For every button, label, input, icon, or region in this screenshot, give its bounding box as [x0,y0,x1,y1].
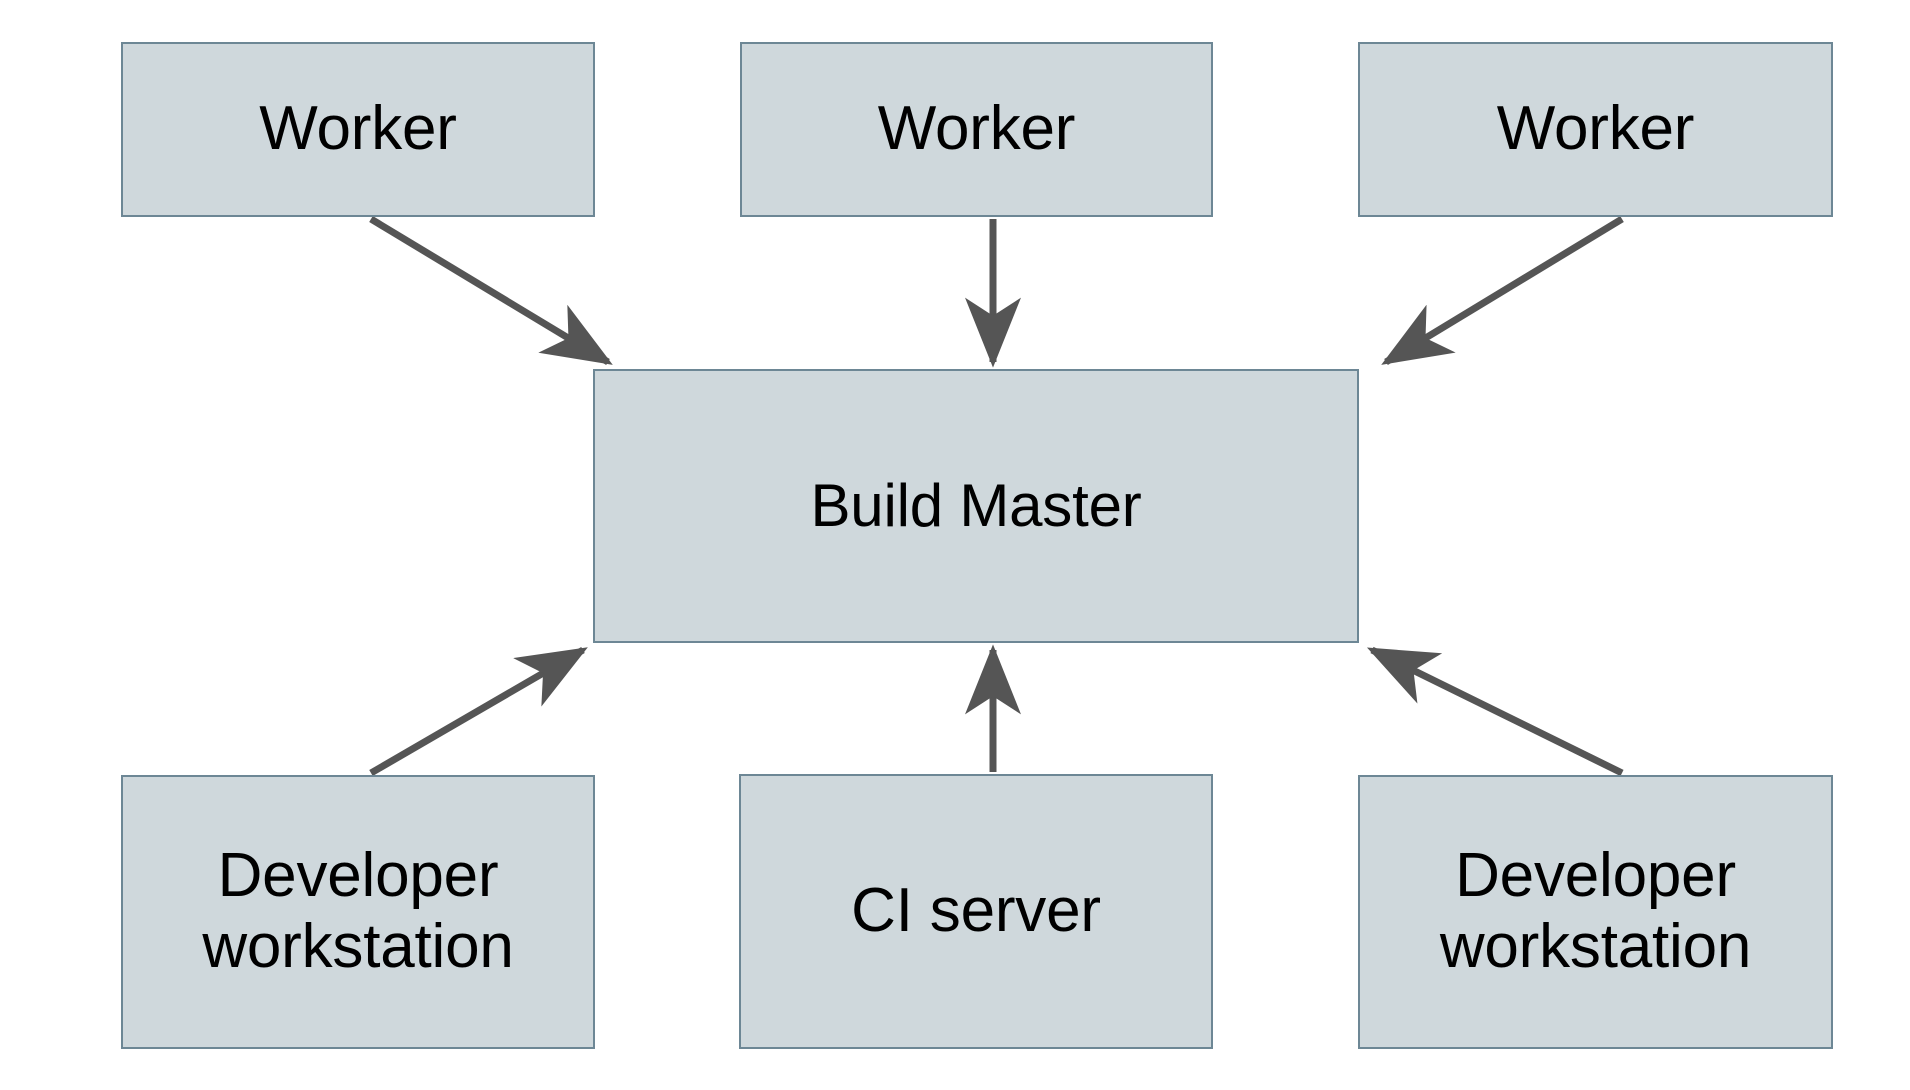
node-label: Build Master [810,471,1142,539]
node-label: Developer workstation [202,841,514,981]
node-label: Worker [1496,94,1695,164]
node-ci-server[interactable]: CI server [739,774,1213,1049]
node-label: Worker [877,94,1076,164]
edge-worker-right-to-master [1381,216,1624,365]
edge-dev-right-to-master [1366,646,1624,777]
edge-worker-left-to-master [369,216,613,365]
node-worker-left[interactable]: Worker [121,42,595,217]
node-label: Worker [259,94,457,164]
node-developer-workstation-left[interactable]: Developer workstation [121,775,595,1049]
node-label: CI server [851,876,1101,946]
edge-dev-left-to-master [369,646,588,777]
node-worker-center[interactable]: Worker [740,42,1213,217]
node-worker-right[interactable]: Worker [1358,42,1833,217]
node-developer-workstation-right[interactable]: Developer workstation [1358,775,1833,1049]
node-label: Developer workstation [1439,841,1752,981]
node-build-master[interactable]: Build Master [593,369,1359,643]
